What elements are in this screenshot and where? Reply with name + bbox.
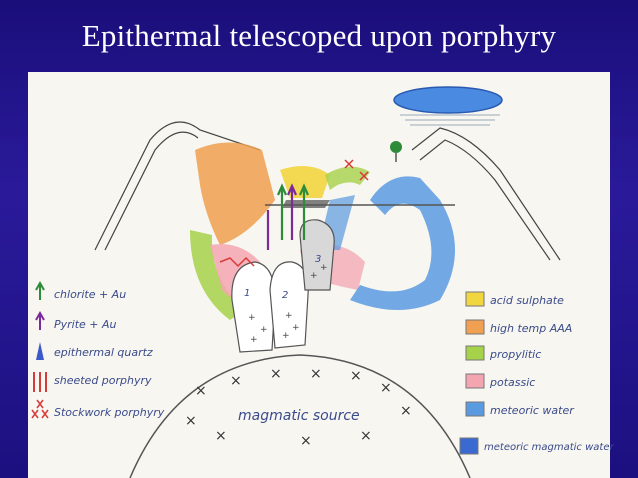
svg-text:×: × [400, 403, 412, 419]
svg-text:×: × [360, 428, 372, 444]
legend-meteoric-magmatic: meteoric magmatic water [484, 442, 614, 453]
svg-text:+: + [260, 325, 268, 335]
lens-hatch [400, 114, 500, 126]
svg-text:+: + [282, 331, 290, 341]
magma-crosses: × × × × × × × × × × × [185, 366, 412, 449]
intrusion-2 [269, 261, 309, 349]
svg-text:×: × [310, 366, 322, 382]
svg-text:+: + [320, 263, 328, 273]
svg-text:+: + [292, 323, 300, 333]
stockwork-zigzag [219, 256, 255, 268]
svg-text:×: × [270, 366, 282, 382]
svg-text:+: + [310, 271, 318, 281]
legend-pyrite: Pyrite + Au [54, 318, 117, 331]
swatch-meteoric-magmatic [459, 437, 479, 455]
svg-text:×: × [230, 373, 242, 389]
purple-arrow-icon [35, 310, 45, 330]
svg-text:+: + [285, 311, 293, 321]
intrusion-3 [299, 219, 335, 291]
legend-right: acid sulphate high temp AAA propylitic p… [459, 291, 614, 455]
svg-text:×: × [380, 380, 392, 396]
svg-text:+: + [248, 313, 256, 323]
intrusion-label-2: 2 [282, 290, 288, 301]
stockwork-crosses [344, 159, 369, 181]
legend-quartz: epithermal quartz [54, 346, 153, 359]
green-arrow-icon [35, 280, 45, 300]
swatch-potassic [465, 373, 485, 389]
arrows [266, 183, 310, 250]
blue-arrow-icon [36, 342, 44, 360]
meteoric-lens [393, 86, 503, 114]
swatch-acid-sulphate [465, 291, 485, 307]
intrusion-label-1: 1 [244, 288, 250, 299]
magmatic-source-label: magmatic source [238, 408, 360, 424]
tree-icon [390, 141, 402, 153]
legend-meteoric: meteoric water [490, 404, 575, 417]
swatch-high-temp [465, 319, 485, 335]
intrusion-label-3: 3 [315, 254, 321, 265]
svg-text:×: × [195, 383, 207, 399]
legend-high-temp: high temp AAA [490, 322, 572, 335]
svg-text:×: × [215, 428, 227, 444]
legend-propylitic: propylitic [489, 348, 541, 361]
legend-stockwork: Stockwork porphyry [54, 406, 165, 419]
intrusion-crosses: +++ +++ ++ [248, 263, 328, 345]
legend-chlorite: chlorite + Au [54, 288, 126, 301]
slide-title: Epithermal telescoped upon porphyry [81, 18, 557, 53]
svg-text:×: × [300, 433, 312, 449]
legend-sheeted: sheeted porphyry [54, 374, 152, 387]
swatch-meteoric [465, 401, 485, 417]
volcano-outline [94, 121, 561, 261]
swatch-propylitic [465, 345, 485, 361]
legend-left: chlorite + Au Pyrite + Au epithermal qua… [31, 280, 165, 419]
red-crosses-icon [31, 399, 49, 419]
vein-strip [282, 200, 330, 208]
svg-text:×: × [350, 368, 362, 384]
svg-text:+: + [250, 335, 258, 345]
svg-text:×: × [185, 413, 197, 429]
legend-potassic: potassic [489, 376, 535, 389]
red-lines-icon [33, 372, 47, 392]
magmatic-source [129, 354, 471, 478]
legend-acid-sulphate: acid sulphate [490, 294, 564, 307]
high-temp-aaa-zone [195, 142, 275, 245]
meteoric-water-zone [350, 176, 455, 310]
